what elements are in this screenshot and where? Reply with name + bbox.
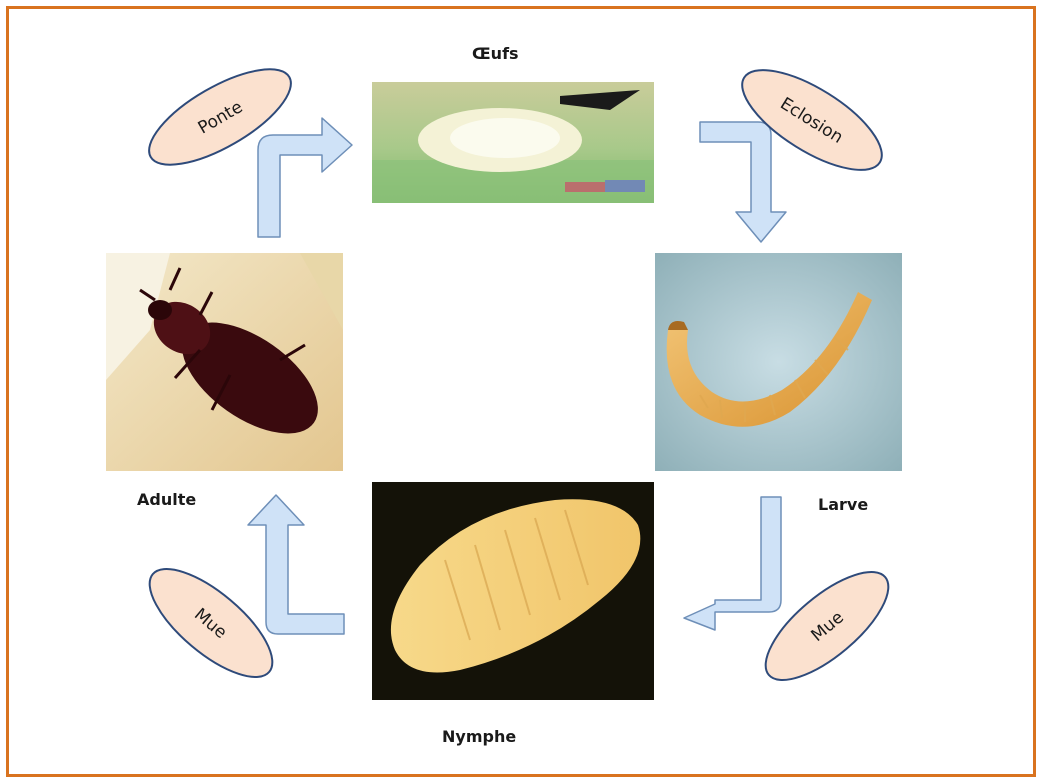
- eggs-label: Œufs: [472, 44, 519, 63]
- eggs-photo: [372, 82, 654, 203]
- adult-photo: [106, 253, 343, 471]
- pupa-photo: [372, 482, 654, 700]
- arrow-larva-to-pupa: [684, 497, 781, 630]
- arrow-eggs-to-larva: [700, 122, 786, 242]
- pupa-label: Nymphe: [442, 727, 516, 746]
- larva-photo: [655, 253, 902, 471]
- arrow-pupa-to-adult: [248, 495, 344, 634]
- arrow-adult-to-eggs: [258, 118, 352, 237]
- larva-label: Larve: [818, 495, 868, 514]
- adult-label: Adulte: [137, 490, 196, 509]
